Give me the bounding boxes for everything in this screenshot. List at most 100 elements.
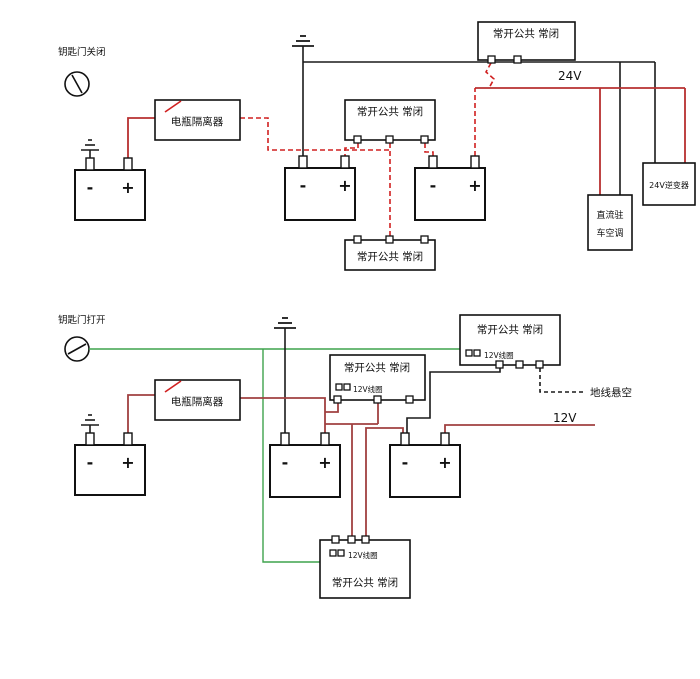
- dc-parking-ac-unit: 直流驻 车空调: [587, 194, 633, 251]
- wire-toprelay-to-rail: [484, 62, 496, 89]
- wires-red-top: [127, 87, 686, 195]
- wires-red-dashed-top: [240, 62, 496, 236]
- battery-plus-post: [470, 155, 480, 169]
- battery-plus-post: [440, 432, 450, 446]
- battery-plus-sign: +: [468, 176, 481, 195]
- relay-terminal: [487, 55, 496, 64]
- relay-middle-label: 常开公共 常闭: [344, 361, 410, 374]
- relay-right-coil-label: 12V线圈: [484, 350, 514, 360]
- relay-terminal: [535, 360, 544, 369]
- wires-black-top: [302, 46, 656, 195]
- isolator-switch-icon: [164, 380, 182, 393]
- battery-body: [414, 167, 486, 221]
- battery1-bottom: - +: [74, 414, 146, 496]
- relay-terminal: [353, 135, 362, 144]
- relay-terminal: [513, 55, 522, 64]
- battery-isolator-bottom: 电瓶隔离器: [154, 379, 241, 421]
- wire-isolator-to-battery2: [240, 397, 326, 433]
- relay-terminal: [495, 360, 504, 369]
- wire-ground-floating: [539, 368, 586, 393]
- relay-terminal: [347, 535, 356, 544]
- battery-body: [284, 167, 356, 221]
- relay-bottom-bottom: 12V线圈 常开公共 常闭: [319, 535, 411, 599]
- relay-terminal: [385, 135, 394, 144]
- relay-middle-label: 常开公共 常闭: [357, 105, 423, 118]
- key-switch-slot: [71, 74, 83, 94]
- relay-top-label: 常开公共 常闭: [493, 27, 559, 40]
- battery-minus-sign: -: [430, 176, 437, 195]
- inverter-label: 24V逆变器: [649, 180, 689, 190]
- key-switch-slot: [67, 343, 87, 355]
- inverter-unit: 24V逆变器: [642, 162, 696, 206]
- coil-terminal: [473, 349, 481, 357]
- battery-minus-sign: -: [87, 453, 94, 472]
- coil-terminal: [337, 549, 345, 557]
- wire-relay-no-battery2: [344, 143, 359, 156]
- ground-floating-label: 地线悬空: [590, 386, 632, 399]
- relay-terminal: [420, 135, 429, 144]
- relay-middle-box: [344, 99, 436, 141]
- isolator-label: 电瓶隔离器: [171, 395, 224, 408]
- wires-maroon-bottom: [127, 394, 595, 536]
- key-closed-label: 钥匙门关闭: [58, 46, 106, 58]
- relay-terminal: [361, 535, 370, 544]
- voltage-12v-label: 12V: [553, 411, 577, 425]
- isolator-label: 电瓶隔离器: [171, 115, 224, 128]
- wire-key-to-bottom-relay: [262, 349, 320, 563]
- battery-body: [74, 169, 146, 221]
- battery-plus-sign: +: [121, 178, 134, 197]
- battery3-top: - +: [414, 155, 486, 221]
- isolator-box: [154, 379, 241, 421]
- battery-plus-post: [320, 432, 330, 446]
- relay-middle-coil-label: 12V线圈: [353, 384, 383, 394]
- wire-12v-rail: [444, 424, 595, 433]
- battery-minus-sign: -: [282, 453, 289, 472]
- battery-plus-post: [123, 432, 133, 446]
- relay-terminal: [353, 235, 362, 244]
- relay-bottom-top: 常开公共 常闭: [344, 235, 436, 271]
- relay-terminal: [385, 235, 394, 244]
- battery-minus-sign: -: [402, 453, 409, 472]
- battery-plus-post: [340, 155, 350, 169]
- inverter-box: [642, 162, 696, 206]
- battery3-bottom: - +: [389, 432, 461, 498]
- relay-middle-top: 常开公共 常闭: [344, 99, 436, 144]
- relay-bottom-label: 常开公共 常闭: [357, 250, 423, 263]
- battery-body: [74, 444, 146, 496]
- relay-terminal: [515, 360, 524, 369]
- relay-bottom-label: 常开公共 常闭: [332, 576, 398, 589]
- battery2-bottom: - +: [269, 432, 341, 498]
- battery-minus-post: [428, 155, 438, 169]
- relay-right-label: 常开公共 常闭: [477, 323, 543, 336]
- key-switch-ring: [64, 71, 90, 97]
- ground-symbol-battery1: [81, 139, 99, 158]
- isolator-switch-icon: [164, 100, 182, 113]
- relay-terminal: [420, 235, 429, 244]
- voltage-24v-label: 24V: [558, 69, 582, 83]
- coil-terminal: [335, 383, 343, 391]
- battery-plus-sign: +: [438, 453, 451, 472]
- battery-isolator-top: 电瓶隔离器: [154, 99, 241, 141]
- battery-body: [389, 444, 461, 498]
- bottom-diagram: 钥匙门打开: [58, 314, 632, 599]
- ac-box: [587, 194, 633, 251]
- key-open-label: 钥匙门打开: [58, 314, 106, 326]
- relay-terminal: [333, 395, 342, 404]
- wires-green: [89, 348, 460, 563]
- ac-label-line2: 车空调: [596, 227, 623, 239]
- relay-right-box: [459, 314, 561, 366]
- battery-plus-sign: +: [121, 453, 134, 472]
- wire-relay-to-battery3: [406, 368, 501, 433]
- relay-top-box: [477, 21, 576, 61]
- relay-top: 常开公共 常闭: [477, 21, 576, 64]
- wire-relay-coil: [325, 403, 339, 413]
- isolator-box: [154, 99, 241, 141]
- wire-relay-nc-battery3: [424, 143, 434, 156]
- battery-minus-sign: -: [300, 176, 307, 195]
- relay-terminal: [405, 395, 414, 404]
- coil-terminal: [329, 549, 337, 557]
- relay-terminal: [331, 535, 340, 544]
- battery-body: [269, 444, 341, 498]
